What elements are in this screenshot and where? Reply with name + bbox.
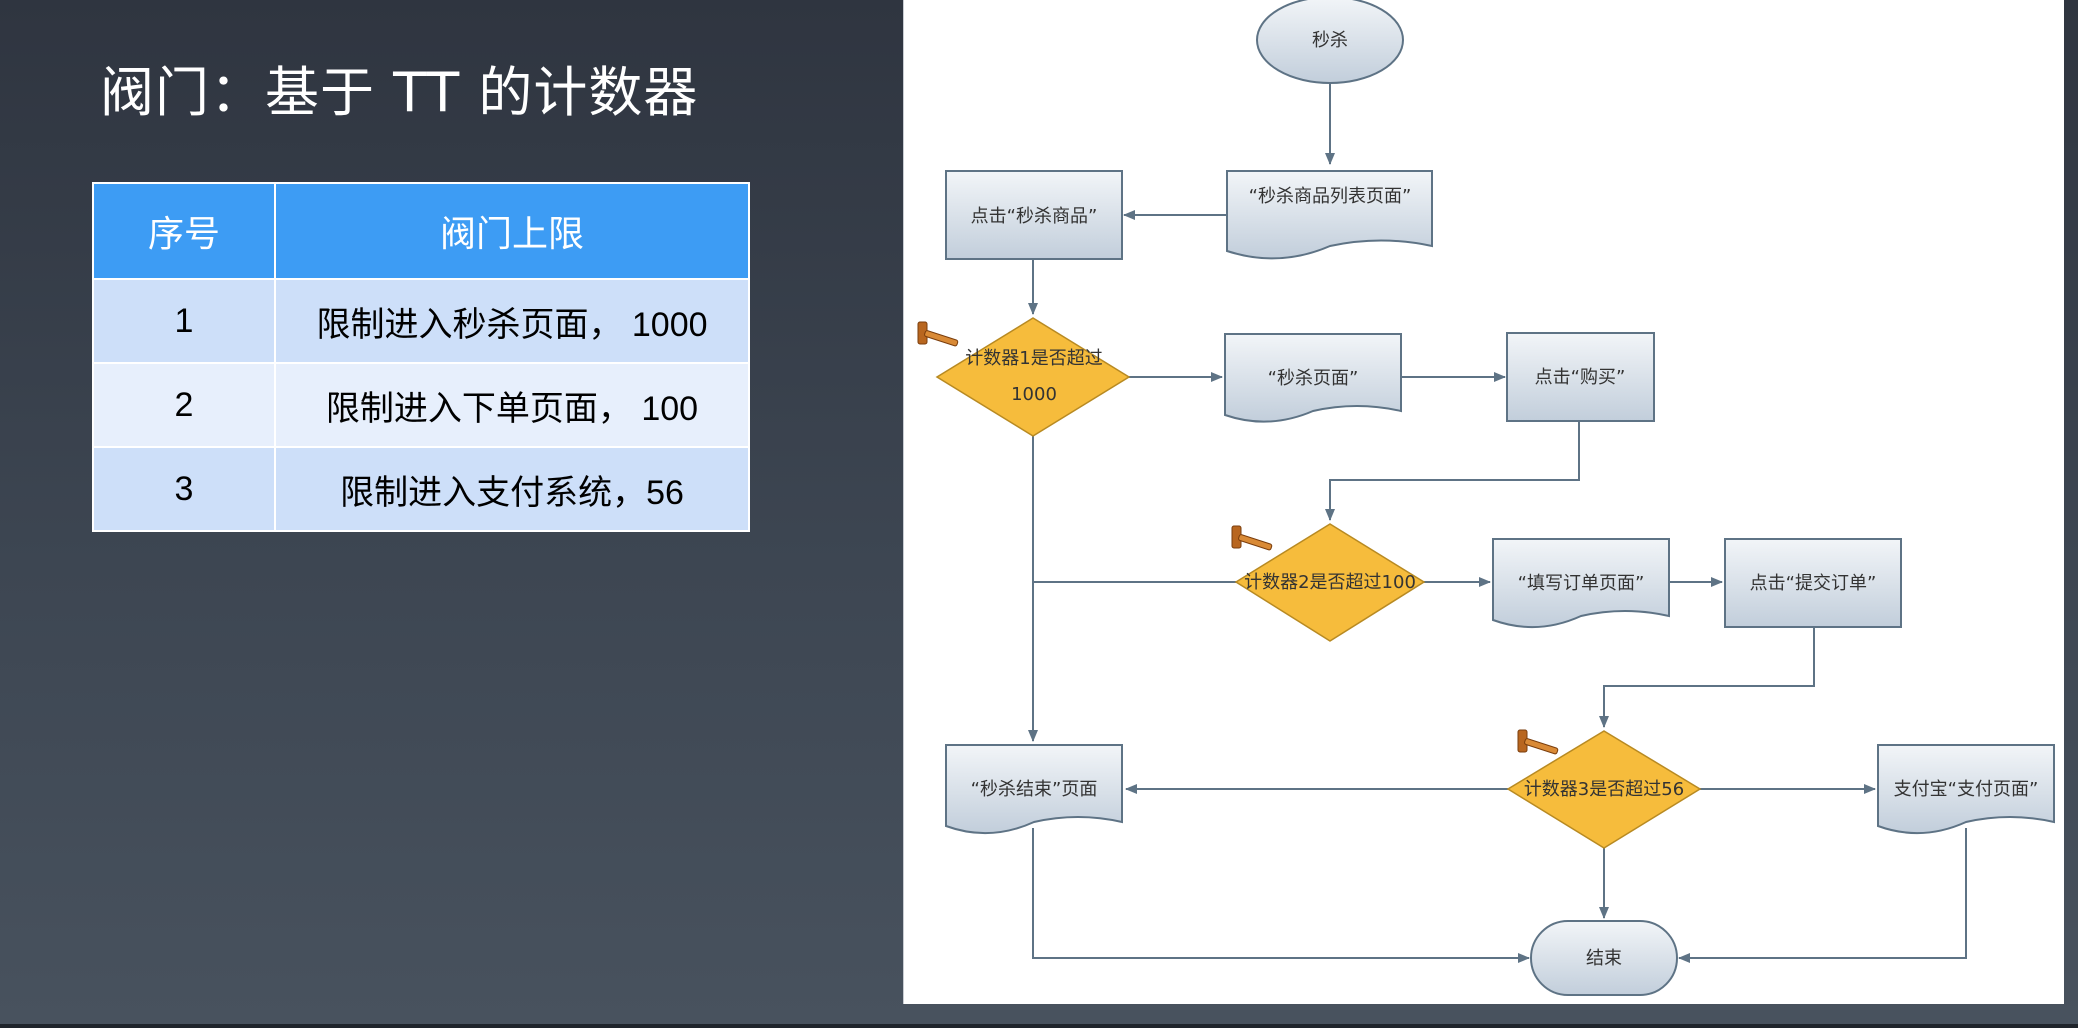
seckill-page-node [1224, 333, 1402, 423]
counter3-label: 计数器3是否超过56 [1524, 779, 1684, 800]
slide-title: 阀门：基于 TT 的计数器 [100, 61, 699, 124]
gavel-icon [1231, 525, 1273, 551]
limits-table: 序号 阀门上限 1 限制进入秒杀页面， 1000 2 限制进入下单页面， 100… [92, 182, 750, 532]
counter1-decision [935, 317, 1131, 437]
edge-alipay-to-end [1678, 828, 1967, 963]
row-limit: 限制进入下单页面， 100 [274, 362, 750, 448]
row-index: 2 [92, 362, 276, 448]
gavel-icon [1517, 729, 1559, 755]
flowchart: 秒杀 “秒杀商品列表页面” 点击“秒杀商品” 计数器1是否超过 1000 “秒杀… [917, 0, 2055, 996]
counter1-label-line2: 1000 [1011, 384, 1057, 405]
counter3-decision [1506, 730, 1702, 849]
table-header-row: 序号 阀门上限 [92, 182, 750, 280]
list-page-label: “秒杀商品列表页面” [1249, 186, 1412, 207]
start-node [1256, 0, 1404, 84]
counter2-decision [1234, 523, 1426, 642]
table-row: 2 限制进入下单页面， 100 [92, 362, 750, 448]
end-label: 结束 [1586, 948, 1622, 969]
end-page-node [945, 744, 1123, 835]
counter2-label: 计数器2是否超过100 [1244, 572, 1416, 593]
click-buy-label: 点击“购买” [1535, 367, 1626, 388]
gavel-icon [917, 321, 959, 347]
table-row: 1 限制进入秒杀页面， 1000 [92, 278, 750, 364]
row-index: 3 [92, 446, 276, 532]
order-page-label: “填写订单页面” [1518, 573, 1645, 594]
counter1-label-line1: 计数器1是否超过 [965, 348, 1102, 369]
edge-submit-to-counter3 [1599, 627, 1815, 728]
column-header-index: 序号 [92, 182, 276, 280]
edge-buy-to-counter2 [1325, 422, 1580, 521]
start-label: 秒杀 [1312, 30, 1348, 51]
seckill-page-label: “秒杀页面” [1268, 368, 1359, 389]
submit-order-label: 点击“提交订单” [1750, 573, 1877, 594]
list-page-node [1226, 170, 1433, 260]
edge-end-page-to-end [1032, 828, 1530, 963]
flowchart-panel: 秒杀 “秒杀商品列表页面” 点击“秒杀商品” 计数器1是否超过 1000 “秒杀… [903, 0, 2064, 1004]
submit-order-node [1724, 538, 1902, 628]
row-index: 1 [92, 278, 276, 364]
bottom-bar [0, 1024, 2078, 1028]
alipay-page-label: 支付宝“支付页面” [1894, 779, 2039, 800]
click-buy-node [1506, 332, 1655, 422]
click-item-node [945, 170, 1123, 260]
row-limit: 限制进入秒杀页面， 1000 [274, 278, 750, 364]
end-node [1530, 920, 1678, 996]
alipay-page-node [1877, 744, 2055, 835]
table-row: 3 限制进入支付系统，56 [92, 446, 750, 532]
column-header-limit: 阀门上限 [274, 182, 750, 280]
end-page-label: “秒杀结束”页面 [971, 779, 1098, 800]
order-page-node [1492, 538, 1670, 629]
click-item-label: 点击“秒杀商品” [971, 206, 1098, 227]
row-limit: 限制进入支付系统，56 [274, 446, 750, 532]
